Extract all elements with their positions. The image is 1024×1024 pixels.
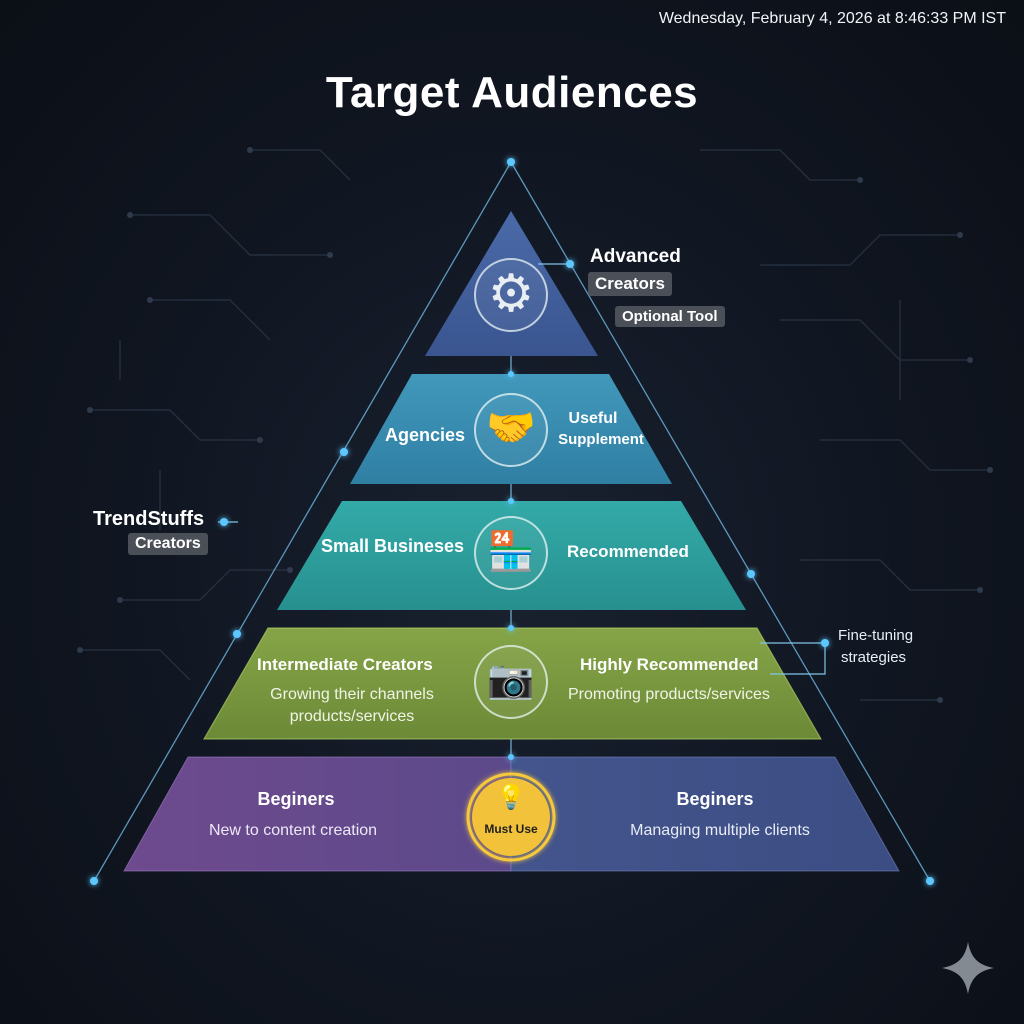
base-right-subtitle: Managing multiple clients: [630, 822, 810, 839]
side-tag-creators: Creators: [128, 533, 208, 555]
side-label-trendstuffs: TrendStuffs: [93, 508, 205, 530]
page-title: Target Audiences: [325, 68, 699, 117]
top-label-advanced: Advanced: [590, 246, 681, 267]
timestamp: Wednesday, February 4, 2026 at 8:46:33 P…: [658, 10, 1006, 27]
circuit-nodes: [77, 147, 993, 703]
glow-nodes: [90, 158, 934, 885]
tier3-label-small-businesses: Small Busineses: [321, 536, 465, 556]
tier2-label-agencies: Agencies: [385, 425, 466, 445]
tier3-label-recommended: Recommended: [567, 542, 689, 561]
tier4-left-title: Intermediate Creators: [257, 655, 433, 674]
node-left-upper: [340, 448, 348, 456]
node-spine-3: [508, 625, 514, 631]
tier4-left-line2: products/services: [289, 708, 415, 725]
top-label-creators: Creators: [588, 272, 672, 296]
handshake-icon-ring: [474, 393, 548, 467]
lightbulb-icon: 💡: [496, 784, 526, 811]
sparkle-icon: [942, 942, 994, 994]
tier2-label-useful: Useful: [568, 410, 618, 427]
node-right-label: [821, 639, 829, 647]
side-label-fine-tuning: Fine-tuning: [838, 627, 914, 644]
node-spine-4: [508, 754, 514, 760]
must-use-badge-ring: [466, 772, 556, 862]
must-use-badge: [472, 778, 550, 856]
base-right-title: Beginers: [676, 789, 754, 809]
node-left-lower: [233, 630, 241, 638]
tier2-label-supplement: Supplement: [558, 431, 644, 448]
storefront-icon: 🏪: [487, 531, 535, 573]
tier-base-right: [510, 756, 900, 872]
tier4-right-line1: Promoting products/services: [568, 686, 770, 703]
tier4-right-title: Highly Recommended: [580, 655, 759, 674]
node-apex: [507, 158, 515, 166]
node-top-right: [566, 260, 574, 268]
node-spine-2: [508, 498, 514, 504]
node-bottom-left: [90, 877, 98, 885]
node-left-label: [220, 518, 228, 526]
node-right-upper: [747, 570, 755, 578]
outer-frame: [93, 161, 931, 882]
must-use-label: Must Use: [484, 822, 538, 836]
node-spine-1: [508, 371, 514, 377]
optional-tool-tag: Optional Tool: [615, 306, 725, 327]
camera-icon-ring: [474, 645, 548, 719]
tier4-left-line1: Growing their channels: [270, 686, 434, 703]
gear-icon: ⚙: [487, 265, 535, 323]
camera-icon: 📷: [487, 659, 535, 701]
node-bottom-right: [926, 877, 934, 885]
storefront-icon-ring: [474, 516, 548, 590]
handshake-icon: 🤝: [486, 406, 536, 450]
base-left-title: Beginers: [257, 789, 335, 809]
side-label-strategies: strategies: [841, 649, 907, 666]
base-left-subtitle: New to content creation: [208, 822, 378, 839]
gear-icon-ring: [474, 258, 548, 332]
tier-base-left: [123, 756, 512, 872]
circuit-background: [80, 149, 990, 701]
